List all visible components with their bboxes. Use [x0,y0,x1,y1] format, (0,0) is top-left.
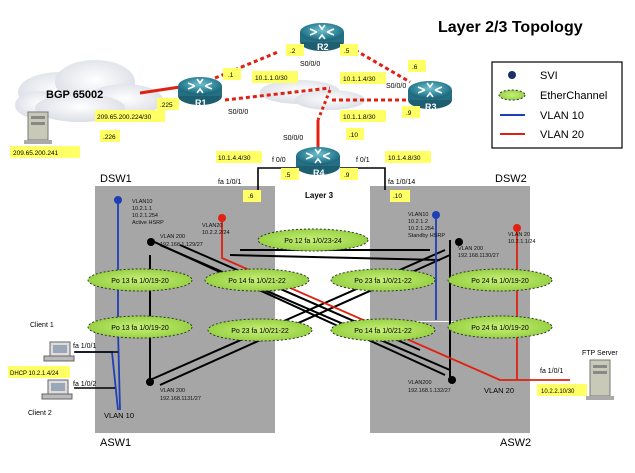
dsw1-vlan200-line1: VLAN 200 [160,234,185,240]
r4-dot5: .5 [285,172,291,179]
dsw2-vlan20-line1: VLAN 20 [508,232,530,238]
net-10-1-1-4: 10.1.1.4/30 [343,76,376,83]
ftp-ip: 10.2.2.10/30 [541,389,575,395]
svi-dots [114,196,521,386]
dsw2-name: DSW2 [495,173,527,185]
bgp-server-icon [24,111,52,144]
diagram-title: Layer 2/3 Topology [438,19,583,36]
dsw1-uplink-port: fa 1/0/1 [218,179,241,186]
client2-port: fa 1/0/2 [73,381,96,388]
r3-s0-label: S0/0/0 [386,83,406,90]
asw2-vlan200-line1: VLAN200 [408,380,432,386]
r1-label: R1 [195,98,207,108]
legend-vlan20-label: VLAN 20 [540,129,584,141]
vlan20-paths [221,218,570,381]
asw1-vlan200-line1: VLAN 200 [160,388,185,394]
dsw2-vlan10-line1: VLAN10 [408,212,429,218]
r4-f00-label: f 0/0 [272,157,286,164]
dsw1-vlan20-line1: VLAN20 [202,223,223,229]
dsw2-vlan20-line2: 10.2.1.1/24 [508,239,536,245]
dsw1-vlan10-line4: Active HSRP [132,220,164,226]
r3-dot6: .6 [412,64,418,71]
etherchannel-po24-dsw2: Po 24 fa 1/0/19-20 [471,278,529,285]
dsw1-name: DSW1 [100,173,132,185]
dsw1-vlan10-line3: 10.2.1.254 [132,213,158,219]
r3-dot9: .9 [406,110,412,117]
dsw1-vlan10-line2: 10.2.1.1 [132,206,152,212]
ftp-server-label: FTP Server [582,350,618,357]
r4-f01-label: f 0/1 [356,157,370,164]
etherchannel-po24-asw2: Po 24 fa 1/0/19-20 [471,325,529,332]
layer3-label: Layer 3 [305,191,334,200]
client1-port: fa 1/0/1 [73,343,96,350]
etherchannel-po23-asw1: Po 23 fa 1/0/21-22 [231,328,289,335]
wan-cloud [260,80,365,110]
wan-net: 209.65.200.224/30 [97,114,152,121]
asw2-vlan20-label: VLAN 20 [484,386,514,395]
net-10-1-4-4: 10.1.4.4/30 [218,155,251,162]
dsw2-vlan10-line3: 10.2.1.254 [408,226,434,232]
legend-etherchannel-label: EtherChannel [540,90,607,102]
dsw2-vlan200-line1: VLAN 200 [458,246,483,252]
asw2-vlan200-line2: 192.168.1.132/27 [408,388,451,394]
etherchannel-po13-dsw1: Po 13 fa 1/0/19-20 [111,278,169,285]
cloud-label: BGP 65002 [46,89,103,101]
dsw1-vlan20-line2: 10.2.2.2/24 [202,230,230,236]
r1-dot1: .1 [228,72,234,79]
asw1-vlan10-label: VLAN 10 [104,411,134,420]
asw2-name: ASW2 [500,437,531,449]
r4-s0-label: S0/0/0 [283,135,303,142]
dsw1-vlan10-line1: VLAN10 [132,199,153,205]
r1-s0-label: S0/0/0 [228,109,248,116]
etherchannel-po13-asw1: Po 13 fa 1/0/19-20 [111,325,169,332]
asw1-vlan200-line2: 192.168.1131/27 [160,396,201,402]
etherchannel-po14-asw2: Po 14 fa 1/0/21-22 [354,328,412,335]
r2-s0-label: S0/0/0 [300,61,320,68]
legend-svi-label: SVI [540,70,558,82]
etherchannel-ovals [87,228,553,342]
dsw1-vlan200-line2: 192.168.1.129/27 [160,242,203,248]
legend-svi-icon [508,71,516,79]
client1-dhcp: DHCP 10.2.1.4/24 [10,371,59,377]
client2-label: Client 2 [28,410,52,417]
legend-etherchannel-icon [498,89,526,101]
net-10-1-1-0: 10.1.1.0/30 [255,75,288,82]
r2-left-ip: .2 [290,48,296,55]
ftp-port: fa 1/0/1 [540,368,563,375]
dsw2-vlan10-line4: Standby HSRP [408,233,445,239]
etherchannel-po23-dsw2: Po 23 fa 1/0/21-22 [354,278,412,285]
net-10-1-1-8: 10.1.1.8/30 [343,114,376,121]
dsw2-vlan10-line2: 10.2.1.2 [408,219,428,225]
asw1-block [95,325,275,433]
yellow-label-boxes [8,44,587,396]
r4-label: R4 [313,168,325,178]
ftp-server-icon [586,359,614,400]
dsw2-uplink-port: fa 1/0/14 [388,179,415,186]
r4-dot10: .10 [349,132,358,139]
dsw1-dot6: .6 [248,193,254,200]
etherchannel-po14-dsw1: Po 14 fa 1/0/21-22 [228,278,286,285]
dsw2-dot10: .10 [393,193,402,200]
r4-dot9: .9 [344,172,350,179]
r3-label: R3 [425,102,437,112]
client2-pc-icon [41,379,73,400]
r2-right-ip: .5 [344,48,350,55]
net-10-1-4-8: 10.1.4.8/30 [388,155,421,162]
legend-vlan10-label: VLAN 10 [540,110,584,122]
dsw1-block [95,186,275,332]
r2-label: R2 [317,42,329,52]
r1-225: .225 [160,102,173,109]
wan-226: .226 [103,134,116,141]
client1-label: Client 1 [30,322,54,329]
server-ip: 209.65.200.241 [13,150,59,157]
client1-pc-icon [43,341,75,362]
etherchannel-po12: Po 12 fa 1/0/23-24 [284,238,342,245]
serial-links [139,48,420,148]
dsw2-vlan200-line2: 192.168.1130/27 [458,253,499,259]
asw1-name: ASW1 [100,437,131,449]
